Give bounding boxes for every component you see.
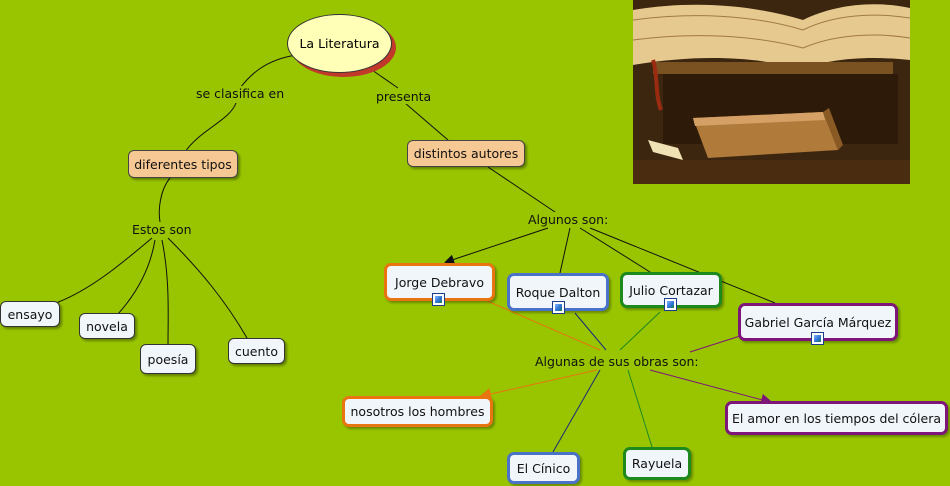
link-classified: se clasifica en xyxy=(194,86,287,101)
edge-presents-authors xyxy=(404,102,449,141)
edge-classified-types xyxy=(184,102,237,153)
work-el-amor-en-los-tiempos-del-colera[interactable]: El amor en los tiempos del cólera xyxy=(725,401,948,435)
edge-root-presents xyxy=(371,69,399,89)
edge-root-classified xyxy=(239,54,297,89)
edge-authors-some xyxy=(487,166,556,213)
genre-poesia[interactable]: poesía xyxy=(140,344,196,374)
link-some-works: Algunas de sus obras son: xyxy=(533,354,701,369)
dalton-resource-icon[interactable] xyxy=(552,298,565,318)
concept-authors-label: distintos autores xyxy=(413,146,519,161)
author-label: Jorge Debravo xyxy=(395,274,484,290)
genre-label: cuento xyxy=(235,343,278,359)
edge-dalton-works xyxy=(574,312,607,351)
concept-types-label: diferentes tipos xyxy=(134,156,232,172)
root-concept[interactable]: La Literatura xyxy=(287,14,392,73)
edge-some-garcia xyxy=(589,227,776,304)
garcia-resource-icon[interactable] xyxy=(811,329,824,349)
edge-works-nosotros xyxy=(479,369,598,400)
edge-cortazar-works xyxy=(619,311,661,351)
genre-cuento[interactable]: cuento xyxy=(228,338,285,364)
work-label: El amor en los tiempos del cólera xyxy=(732,410,941,426)
genre-label: ensayo xyxy=(7,306,53,322)
edge-these-cuento xyxy=(167,237,248,339)
genre-novela[interactable]: novela xyxy=(79,313,135,339)
author-jorge-debravo[interactable]: Jorge Debravo xyxy=(384,263,495,301)
genre-ensayo[interactable]: ensayo xyxy=(0,301,60,327)
genre-label: novela xyxy=(86,318,128,334)
book-photo xyxy=(633,0,910,184)
edge-debravo-works xyxy=(484,299,601,351)
edge-these-ensayo xyxy=(55,237,153,304)
genre-label: poesía xyxy=(147,351,189,367)
edge-some-dalton xyxy=(559,227,571,274)
edge-these-poesia xyxy=(161,239,169,346)
concept-types[interactable]: diferentes tipos xyxy=(128,150,238,178)
edge-works-cinico xyxy=(552,369,601,453)
edge-works-amor xyxy=(649,369,773,406)
edge-some-cortazar xyxy=(579,227,651,273)
concept-authors[interactable]: distintos autores xyxy=(407,140,525,167)
author-julio-cortazar[interactable]: Julio Cortazar xyxy=(620,272,722,308)
work-label: nosotros los hombres xyxy=(350,404,485,419)
work-nosotros-los-hombres[interactable]: nosotros los hombres xyxy=(342,396,493,427)
debravo-resource-icon[interactable] xyxy=(432,290,445,310)
link-these-are: Estos son xyxy=(130,222,194,237)
work-label: El Cínico xyxy=(516,460,571,476)
work-el-cinico[interactable]: El Cínico xyxy=(507,452,580,484)
work-rayuela[interactable]: Rayuela xyxy=(623,447,691,480)
edge-types-these xyxy=(158,177,171,223)
link-some-are: Algunos son: xyxy=(526,212,611,227)
work-label: Rayuela xyxy=(631,456,683,471)
author-label: Roque Dalton xyxy=(515,284,601,300)
edge-these-novela xyxy=(117,239,156,315)
edge-some-debravo xyxy=(444,227,549,265)
cortazar-resource-icon[interactable] xyxy=(664,295,677,315)
link-presents: presenta xyxy=(374,89,434,104)
author-label: Julio Cortazar xyxy=(629,282,713,298)
edge-works-rayuela xyxy=(627,369,653,448)
edge-garcia-works xyxy=(689,335,741,353)
author-label: Gabriel García Márquez xyxy=(744,314,892,330)
root-label: La Literatura xyxy=(299,36,380,51)
